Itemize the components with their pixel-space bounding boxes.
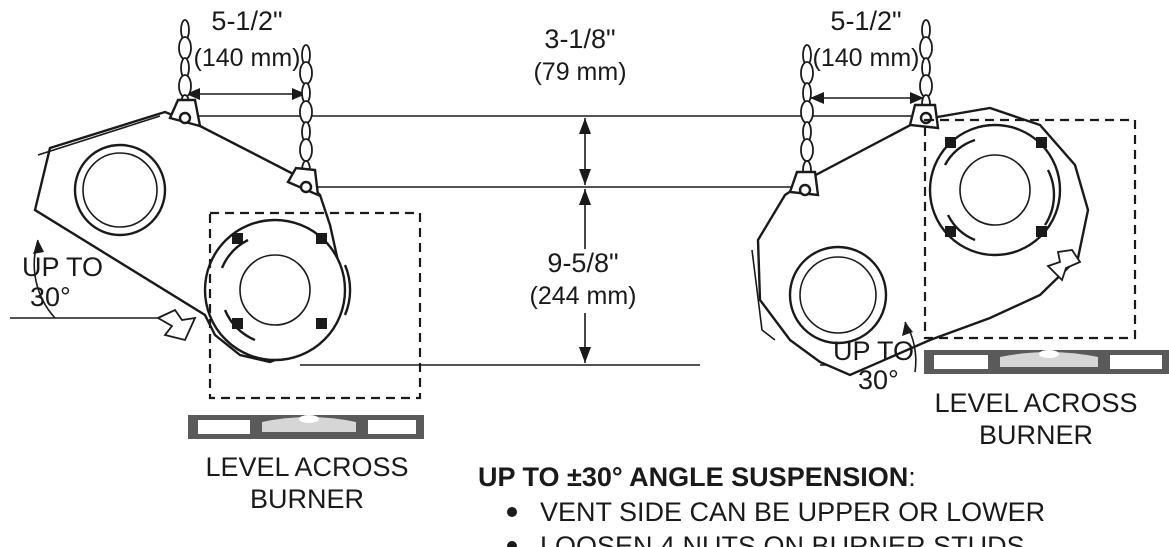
chain-right-inner [800,44,814,180]
note-bullet-1: VENT SIDE CAN BE UPPER OR LOWER [540,497,1045,527]
right-angle-label-line2: 30° [858,365,899,395]
right-spacing-label: 5-1/2" [830,6,901,36]
right-level-box [923,118,1137,340]
right-level-label-line1: LEVEL ACROSS [934,388,1137,418]
chain-left-inner [299,44,313,180]
right-angle-label-line1: UP TO [833,336,914,366]
left-spirit-level [188,415,424,439]
left-level-label-line2: BURNER [250,484,364,514]
left-angle-arrowhead [33,240,44,254]
upper-drop-dimension [579,118,591,185]
notes-heading-colon: : [908,462,916,492]
upper-drop-label: 3-1/8" [544,24,615,54]
lower-drop-mm-label: (244 mm) [530,282,637,310]
right-heater [751,103,1090,377]
upper-drop-mm-label: (79 mm) [533,58,626,86]
lower-drop-label: 9-5/8" [547,248,618,278]
bullet-dot-2 [507,541,517,547]
right-spacing-arrow [810,92,924,104]
notes-heading-text: UP TO ±30° ANGLE SUSPENSION [478,462,908,492]
left-tilt-arrow-icon [156,308,197,342]
right-angle-arrowhead [902,322,913,336]
right-tilt-arrow-icon [1046,249,1082,282]
left-spacing-label: 5-1/2" [211,6,282,36]
note-bullet-2: LOOSEN 4 NUTS ON BURNER STUDS [540,531,1025,547]
left-spacing-arrow [186,88,306,100]
left-spacing-mm-label: (140 mm) [194,44,301,72]
notes-heading: UP TO ±30° ANGLE SUSPENSION: [478,462,916,492]
left-angle-label-line1: UP TO [22,252,103,282]
left-level-label-line1: LEVEL ACROSS [205,452,408,482]
right-level-label-line2: BURNER [979,420,1093,450]
left-level-box [208,211,422,400]
right-spirit-level [924,350,1169,374]
chain-right-outer [919,19,933,114]
bullet-dot-1 [507,507,517,517]
left-angle-label-line2: 30° [30,282,71,312]
left-heater [33,98,352,364]
lower-drop-dimension [579,189,591,363]
right-spacing-mm-label: (140 mm) [813,44,920,72]
